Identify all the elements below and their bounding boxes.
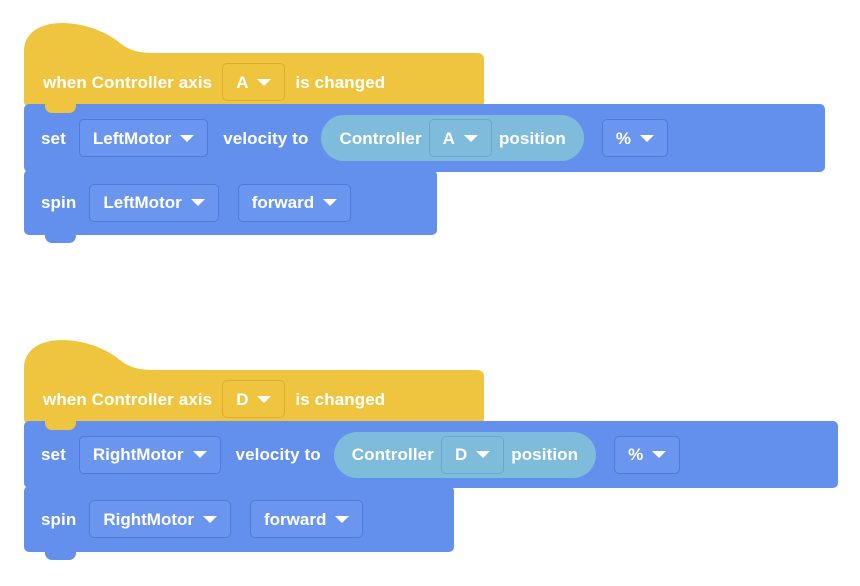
reporter-axis-dropdown[interactable]: A [428,119,492,157]
reporter-axis-dropdown[interactable]: D [440,435,505,474]
velocity-unit-dropdown-value: % [628,445,644,464]
block-set-motor-velocity[interactable]: set RightMotor velocity to Controller D … [24,421,838,488]
chevron-down-icon [257,78,272,86]
chevron-down-icon [192,451,207,458]
script-right-motor[interactable]: when Controller axis D is changed set Ri… [24,340,838,560]
hat-block-top-curve [24,340,484,376]
spin-direction-dropdown-value: forward [264,509,327,529]
hat-axis-dropdown-value: A [236,72,249,92]
script-left-motor[interactable]: when Controller axis A is changed set Le… [24,23,825,243]
set-label: set [41,128,66,148]
chevron-down-icon [257,395,272,403]
set-motor-dropdown-value: LeftMotor [92,128,172,148]
velocity-unit-dropdown[interactable]: % [601,119,668,157]
hat-label-suffix: is changed [295,72,386,92]
block-top-notch [45,170,76,179]
chevron-down-icon [639,134,654,142]
spin-motor-dropdown-value: RightMotor [103,509,194,529]
block-bottom-nub [45,551,76,560]
reporter-label-prefix: Controller [339,128,422,148]
hat-block-when-controller-axis-changed[interactable]: when Controller axis D is changed [24,340,838,431]
spin-label: spin [41,509,77,529]
block-bottom-nub [45,234,76,243]
block-top-notch [45,421,76,430]
velocity-unit-dropdown[interactable]: % [614,435,681,474]
set-motor-dropdown[interactable]: LeftMotor [78,119,209,157]
reporter-controller-axis-position[interactable]: Controller D position [333,431,597,478]
spin-direction-dropdown[interactable]: forward [237,183,352,222]
hat-axis-dropdown-value: D [236,389,249,409]
set-motor-dropdown[interactable]: RightMotor [78,435,221,474]
chevron-down-icon [203,515,217,523]
block-spin-motor[interactable]: spin RightMotor forward [24,486,454,560]
reporter-axis-dropdown-value: D [454,445,468,464]
hat-block-body[interactable]: when Controller axis A is changed [24,58,484,114]
spin-motor-dropdown-value: LeftMotor [103,193,182,212]
chevron-down-icon [463,134,478,142]
hat-block-when-controller-axis-changed[interactable]: when Controller axis A is changed [24,23,825,114]
spin-motor-dropdown[interactable]: LeftMotor [89,183,219,222]
spin-label: spin [41,193,77,212]
reporter-label-prefix: Controller [351,445,434,464]
spin-motor-dropdown[interactable]: RightMotor [89,500,231,538]
spin-direction-dropdown[interactable]: forward [250,500,364,538]
reporter-controller-axis-position[interactable]: Controller A position [321,115,584,161]
block-top-notch [45,486,76,495]
chevron-down-icon [180,134,195,142]
chevron-down-icon [476,451,491,458]
hat-label-prefix: when Controller axis [43,72,213,92]
reporter-axis-dropdown-value: A [442,128,455,148]
block-top-notch [45,104,76,113]
velocity-to-label: velocity to [223,128,309,148]
velocity-unit-dropdown-value: % [615,128,631,148]
set-motor-dropdown-value: RightMotor [92,445,184,464]
hat-label-suffix: is changed [295,389,386,409]
hat-block-body[interactable]: when Controller axis D is changed [24,375,484,431]
reporter-label-suffix: position [511,445,579,464]
hat-block-top-curve [24,23,484,59]
block-set-motor-velocity[interactable]: set LeftMotor velocity to Controller A p… [24,104,825,172]
chevron-down-icon [652,451,667,458]
chevron-down-icon [190,199,205,206]
hat-axis-dropdown[interactable]: A [222,63,286,101]
chevron-down-icon [335,515,350,523]
hat-label-prefix: when Controller axis [43,389,213,409]
block-spin-motor[interactable]: spin LeftMotor forward [24,170,437,243]
set-label: set [41,445,66,464]
chevron-down-icon [323,199,338,206]
spin-direction-dropdown-value: forward [251,193,315,212]
hat-axis-dropdown[interactable]: D [222,380,286,418]
velocity-to-label: velocity to [235,445,321,464]
reporter-label-suffix: position [498,128,566,148]
